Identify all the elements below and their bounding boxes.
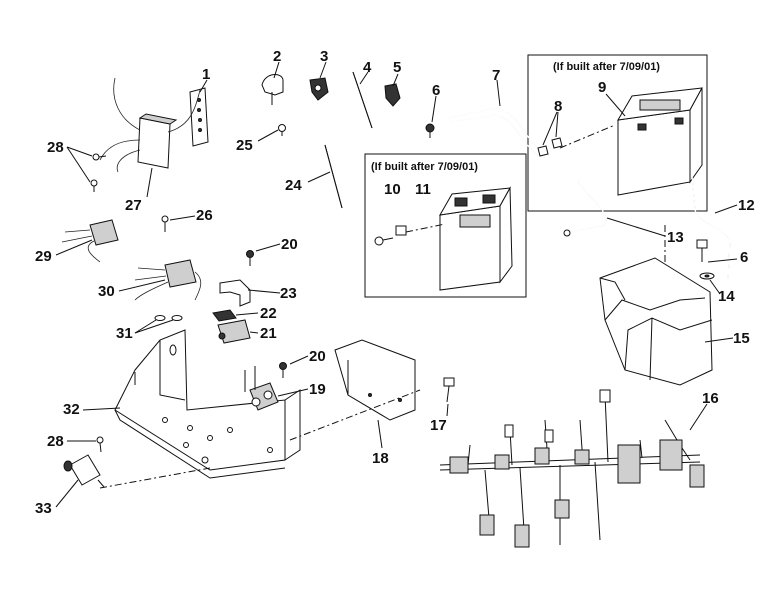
part-7-cable — [449, 107, 541, 156]
part-5-clip — [384, 83, 401, 107]
label-28-lower: 28 — [47, 433, 64, 450]
inset-box-large-label: (If built after 7/09/01) — [553, 61, 660, 73]
part-6-screw-right — [696, 239, 708, 262]
part-31-washers — [154, 315, 183, 321]
part-9-battery — [617, 87, 703, 196]
part-32-mounting-plate — [114, 329, 301, 479]
label-6-right: 6 — [740, 249, 748, 266]
label-33: 33 — [35, 500, 52, 517]
label-21: 21 — [260, 325, 277, 342]
label-23: 23 — [280, 285, 297, 302]
label-22: 22 — [260, 305, 277, 322]
part-20-screw-lower — [279, 362, 287, 378]
part-1-plate — [189, 87, 209, 147]
part-8-nuts — [537, 137, 563, 157]
label-11: 11 — [415, 181, 431, 198]
part-19-solenoid — [244, 366, 279, 411]
part-30-relay — [134, 259, 202, 301]
label-9: 9 — [598, 79, 606, 96]
label-1: 1 — [202, 66, 210, 83]
label-7: 7 — [492, 67, 500, 84]
part-15-battery-box — [599, 257, 713, 386]
label-28-upper: 28 — [47, 139, 64, 156]
part-16-wiring-harness — [439, 389, 705, 548]
label-15: 15 — [733, 330, 750, 347]
label-12: 12 — [738, 197, 755, 214]
label-17: 17 — [430, 417, 447, 434]
label-31: 31 — [116, 325, 133, 342]
part-3-clamp — [309, 77, 329, 101]
label-3: 3 — [320, 48, 328, 65]
part-10-bolt-and-nut — [374, 225, 407, 246]
part-4-bolt — [352, 71, 373, 129]
part-23-bracket — [219, 279, 251, 307]
label-8: 8 — [554, 98, 562, 115]
label-32: 32 — [63, 401, 80, 418]
part-21-relay — [217, 319, 251, 344]
part-number-labels: 1 2 3 4 5 6 7 8 9 10 11 12 13 14 15 16 1… — [35, 48, 755, 517]
inset-box-small — [364, 153, 527, 298]
label-14: 14 — [718, 288, 735, 305]
label-13: 13 — [667, 229, 684, 246]
part-6-screw-upper — [425, 123, 435, 138]
label-20-lower: 20 — [309, 348, 326, 365]
label-10: 10 — [384, 181, 401, 198]
inset-box-large — [527, 54, 708, 212]
label-26: 26 — [196, 207, 213, 224]
part-28-screw-upper — [90, 153, 107, 192]
part-11-battery — [439, 186, 513, 291]
part-20-screw-upper — [246, 250, 254, 266]
label-27: 27 — [125, 197, 142, 214]
part-22-pad — [212, 309, 237, 322]
part-27-regulator — [99, 77, 201, 173]
assembly-lines — [99, 124, 666, 489]
part-29-relay — [61, 219, 119, 263]
label-16: 16 — [702, 390, 719, 407]
part-18-cover — [334, 339, 416, 421]
label-20-upper: 20 — [281, 236, 298, 253]
label-4: 4 — [363, 59, 372, 76]
part-33-capacitor — [63, 454, 105, 488]
label-2: 2 — [273, 48, 281, 65]
label-5: 5 — [393, 59, 401, 76]
part-28-screw-lower — [96, 436, 104, 453]
label-29: 29 — [35, 248, 52, 265]
part-13-cable — [563, 181, 607, 237]
label-24: 24 — [285, 177, 302, 194]
part-12-vent-tube — [691, 174, 731, 283]
part-14-washer — [699, 272, 715, 280]
part-2-clip — [261, 74, 284, 105]
part-25-clip — [278, 124, 286, 136]
inset-box-small-label: (If built after 7/09/01) — [371, 161, 478, 173]
label-30: 30 — [98, 283, 115, 300]
part-17-bolt — [443, 377, 455, 403]
label-18: 18 — [372, 450, 389, 467]
leader-lines — [55, 61, 738, 508]
part-24-rod — [324, 144, 343, 209]
label-19: 19 — [309, 381, 326, 398]
part-26-screw — [161, 215, 169, 232]
label-6-upper: 6 — [432, 82, 440, 99]
label-25: 25 — [236, 137, 253, 154]
